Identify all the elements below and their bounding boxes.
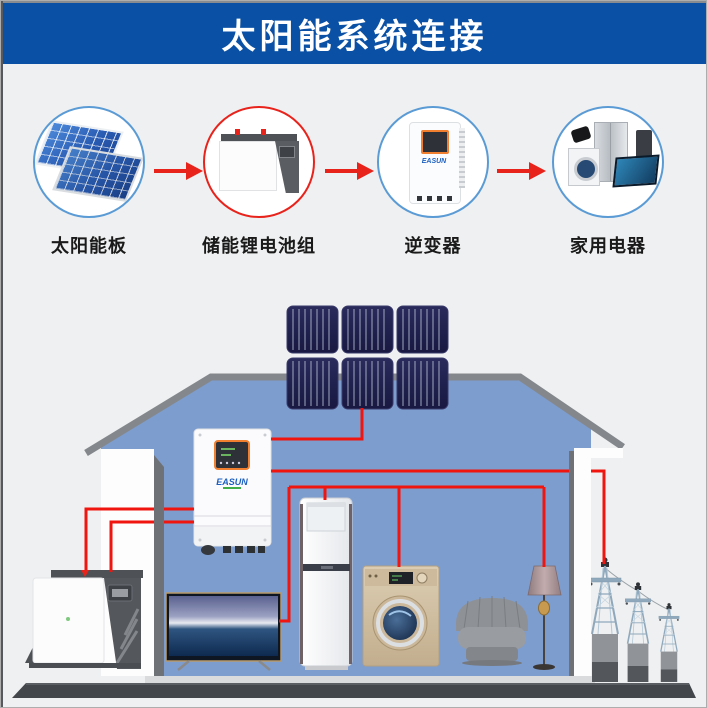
wire-solar-to-inverter xyxy=(271,408,364,441)
step-label: 太阳能板 xyxy=(51,236,127,256)
step-label: 家用电器 xyxy=(570,236,646,256)
arrow-right-icon xyxy=(497,162,547,180)
solar-panel-row-top xyxy=(286,305,449,354)
flow-step-inverter: EASUN 逆变器 xyxy=(373,106,493,258)
floor-lamp xyxy=(527,565,562,670)
solar-panel-icon xyxy=(33,106,145,218)
armchair xyxy=(456,596,528,666)
wire-inverter-to-grid xyxy=(271,469,606,564)
arrow-right-icon xyxy=(325,162,375,180)
flow-step-solar-panel: 太阳能板 xyxy=(29,106,149,258)
tower-small xyxy=(658,602,680,683)
right-wall-edge xyxy=(569,451,574,676)
interior-floor xyxy=(145,676,595,683)
air-conditioner xyxy=(299,497,353,670)
solar-cell-lines xyxy=(292,309,440,406)
battery-pack-icon xyxy=(203,106,315,218)
power-towers xyxy=(588,556,680,683)
appliances-icon xyxy=(552,106,664,218)
right-wall-cap xyxy=(574,448,623,458)
solar-panel-row-bottom xyxy=(286,357,449,410)
storage-battery xyxy=(25,570,143,669)
washing-machine xyxy=(362,565,440,667)
inverter-icon: EASUN xyxy=(377,106,489,218)
wire-inverter-to-battery-2 xyxy=(109,520,194,572)
right-wall xyxy=(574,448,591,676)
arrow-right-icon xyxy=(154,162,204,180)
header-banner: 太阳能系统连接 xyxy=(3,3,706,64)
left-wall-edge xyxy=(154,455,164,676)
television xyxy=(165,592,282,671)
house-diagram: EASUN xyxy=(12,305,696,698)
inverter-screws xyxy=(198,433,267,542)
step-label: 逆变器 xyxy=(404,236,462,256)
system-flow: 太阳能板 储能锂电池组 xyxy=(1,64,706,279)
wire-to-tv xyxy=(279,487,291,623)
flow-step-battery: 储能锂电池组 xyxy=(199,106,319,258)
ground-bar xyxy=(12,683,696,698)
flow-step-appliances: 家用电器 xyxy=(548,106,668,258)
inverter-brand: EASUN xyxy=(421,158,447,165)
wall-inverter: EASUN xyxy=(193,428,272,555)
inverter-brand-label: EASUN xyxy=(216,477,248,487)
page-title: 太阳能系统连接 xyxy=(221,18,488,56)
roof-solar-array xyxy=(286,305,449,410)
wire-arrowhead xyxy=(81,570,89,577)
inverter-screen xyxy=(214,440,250,470)
step-label: 储能锂电池组 xyxy=(202,236,316,256)
